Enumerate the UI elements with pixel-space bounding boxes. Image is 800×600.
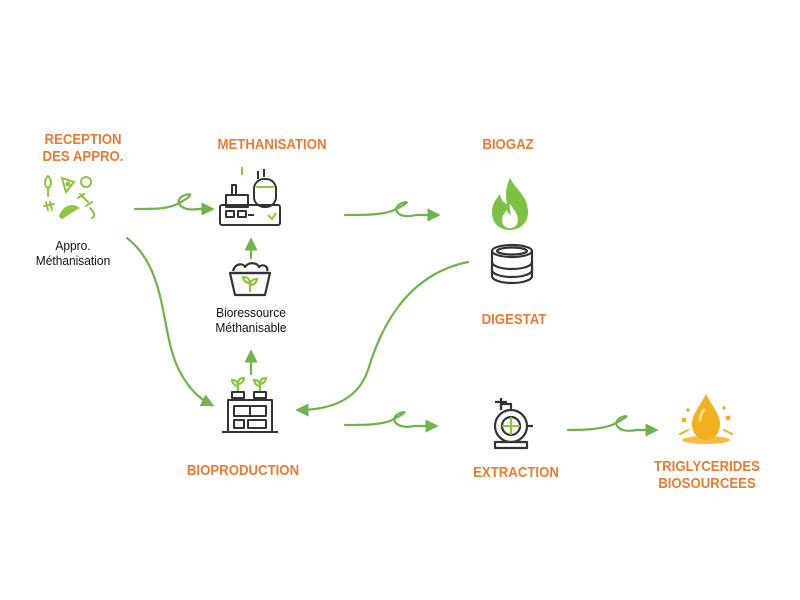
reception-subtitle-line2: Méthanisation: [35, 253, 111, 268]
bioressource-label-line1: Bioressource: [216, 305, 286, 320]
extraction-title: EXTRACTION: [473, 464, 559, 481]
bioressource-label: Bioressource Méthanisable: [200, 305, 301, 335]
arrow-bioproduction-to-extraction: [343, 411, 439, 433]
arrow-digestat-to-bioproduction: [295, 260, 470, 417]
arrow-reception-to-methanisation: [133, 193, 215, 216]
extraction-pump-icon: [493, 398, 533, 450]
bioressource-label-line2: Méthanisable: [215, 320, 287, 335]
methanisation-title: METHANISATION: [217, 136, 327, 153]
triglycerides-title-line1: TRIGLYCERIDES: [654, 458, 760, 475]
greenhouse-icon: [222, 376, 278, 433]
reception-title-line1: RECEPTION: [44, 131, 122, 148]
digestate-tank-icon: [490, 243, 534, 285]
reception-subtitle: Appro. Méthanisation: [22, 238, 123, 268]
flame-icon: [492, 178, 528, 230]
biogas-plant-icon: [219, 167, 281, 226]
arrow-methanisation-to-biogaz: [343, 201, 441, 222]
digestat-title: DIGESTAT: [481, 311, 547, 328]
reception-title: RECEPTION DES APPRO.: [35, 131, 132, 165]
reception-subtitle-line1: Appro.: [55, 238, 91, 253]
biomass-basket-icon: [228, 262, 272, 297]
biogaz-title: BIOGAZ: [482, 136, 534, 153]
bioproduction-title: BIOPRODUCTION: [186, 462, 300, 479]
triglycerides-title-line2: BIOSOURCEES: [658, 475, 756, 492]
arrow-extraction-to-triglycerides: [566, 415, 659, 437]
oil-drop-icon: [679, 394, 733, 444]
reception-title-line2: DES APPRO.: [42, 148, 124, 165]
triglycerides-title: TRIGLYCERIDES BIOSOURCEES: [650, 458, 764, 492]
arrow-reception-to-bioproduction: [125, 236, 215, 407]
food-waste-icon: [43, 174, 96, 220]
